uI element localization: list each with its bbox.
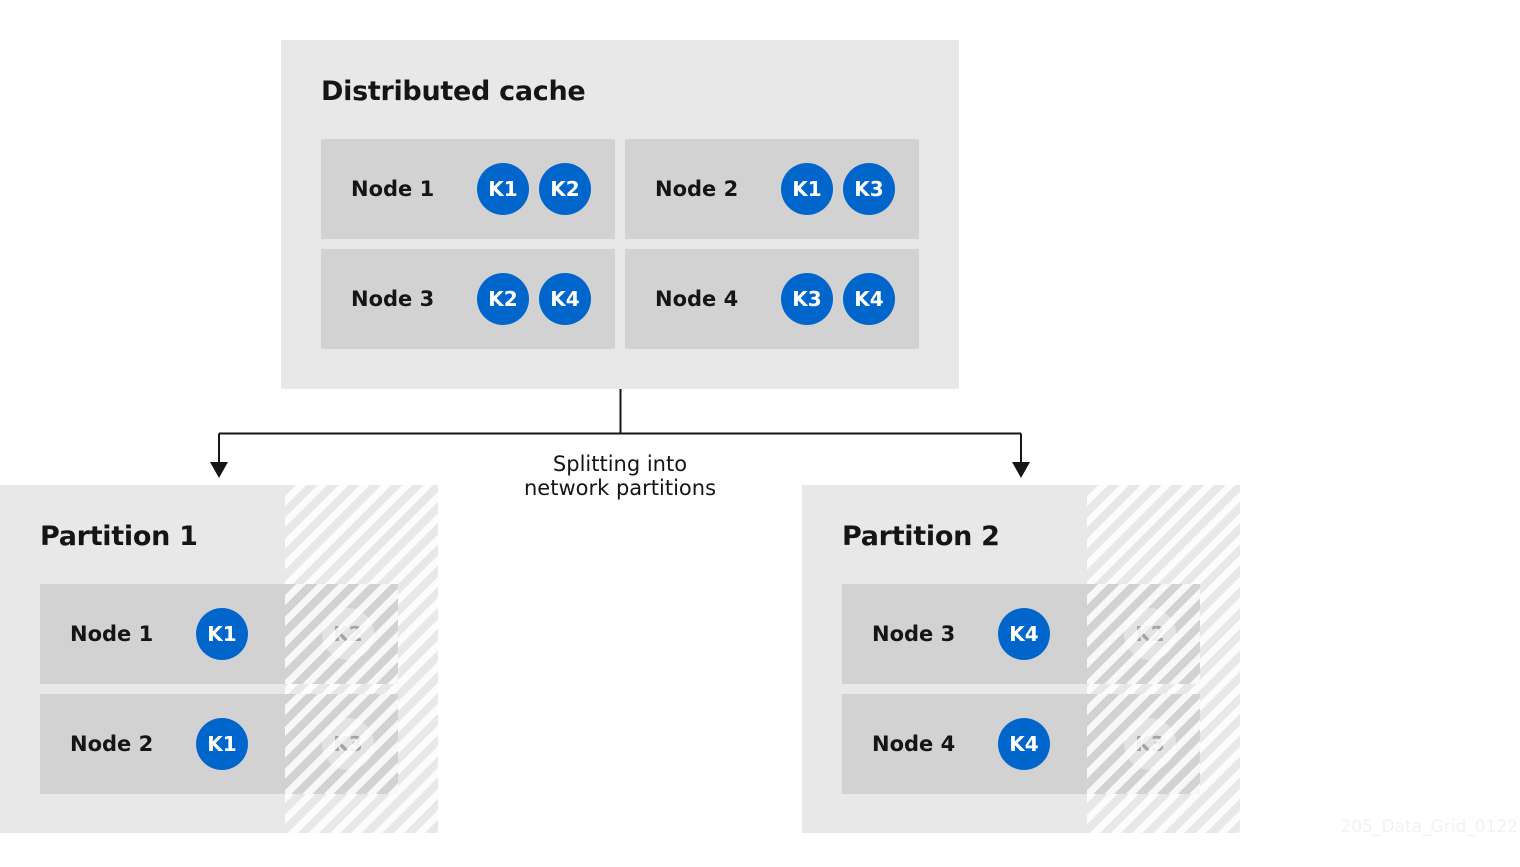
distributed-cache-title: Distributed cache — [321, 76, 586, 107]
key-badge: K2 — [477, 273, 529, 325]
partition-1-node-1: Node 1 K1 K2 — [40, 584, 398, 684]
node-label: Node 3 — [872, 622, 956, 646]
key-badge: K2 — [539, 163, 591, 215]
key-badge: K3 — [843, 163, 895, 215]
partition-1-node-2: Node 2 K1 K3 — [40, 694, 398, 794]
cache-node-1: Node 1 K1 K2 — [321, 139, 615, 239]
key-badge: K1 — [196, 718, 248, 770]
key-badge: K4 — [539, 273, 591, 325]
lost-key-badge: K3 — [1124, 718, 1176, 770]
key-badge: K3 — [781, 273, 833, 325]
key-badge: K4 — [998, 718, 1050, 770]
lost-key-badge: K2 — [322, 608, 374, 660]
arrow-left-head — [210, 462, 228, 478]
partition-1-title: Partition 1 — [40, 521, 198, 552]
node-label: Node 4 — [872, 732, 956, 756]
partition-2-node-4: Node 4 K4 K3 — [842, 694, 1200, 794]
node-label: Node 2 — [655, 177, 739, 201]
lost-key-badge: K2 — [1124, 608, 1176, 660]
node-label: Node 4 — [655, 287, 739, 311]
node-label: Node 3 — [351, 287, 435, 311]
split-caption: Splitting into network partitions — [500, 452, 740, 500]
distributed-cache-panel: Distributed cache Node 1 K1 K2 Node 2 K1… — [281, 40, 959, 389]
partition-2-title: Partition 2 — [842, 521, 1000, 552]
key-badge: K4 — [843, 273, 895, 325]
key-badge: K1 — [781, 163, 833, 215]
partition-1-panel: Partition 1 Node 1 K1 K2 Node 2 K1 K3 — [0, 485, 438, 833]
figure-id-watermark: 205_Data_Grid_0122 — [1340, 817, 1518, 837]
node-label: Node 2 — [70, 732, 154, 756]
cache-node-3: Node 3 K2 K4 — [321, 249, 615, 349]
node-label: Node 1 — [351, 177, 435, 201]
cache-node-2: Node 2 K1 K3 — [625, 139, 919, 239]
key-badge: K4 — [998, 608, 1050, 660]
key-badge: K1 — [477, 163, 529, 215]
connector-line — [219, 389, 1021, 435]
key-badge: K1 — [196, 608, 248, 660]
cache-node-4: Node 4 K3 K4 — [625, 249, 919, 349]
node-label: Node 1 — [70, 622, 154, 646]
partition-2-node-3: Node 3 K4 K2 — [842, 584, 1200, 684]
caption-line-1: Splitting into — [552, 452, 688, 476]
caption-line-2: network partitions — [523, 476, 717, 500]
lost-key-badge: K3 — [322, 718, 374, 770]
arrow-right-head — [1012, 462, 1030, 478]
partition-2-panel: Partition 2 Node 3 K4 K2 Node 4 K4 K3 — [802, 485, 1240, 833]
